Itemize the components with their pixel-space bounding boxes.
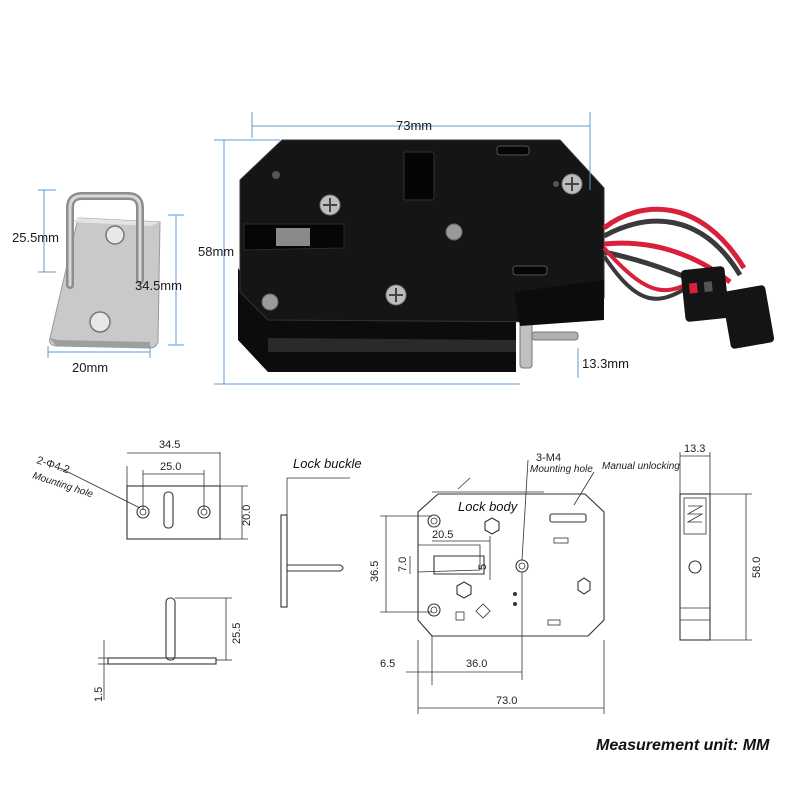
connector-1 bbox=[680, 266, 730, 322]
total-width-label: 73.0 bbox=[496, 695, 517, 707]
plate-thickness-label: 1.5 bbox=[93, 687, 105, 702]
buckle-front-view bbox=[98, 597, 232, 700]
bracket-photo bbox=[49, 192, 161, 349]
screw-2 bbox=[445, 223, 463, 241]
top-height-label: 20.0 bbox=[241, 505, 253, 526]
lock-side-drawing bbox=[679, 452, 752, 641]
side-height-label: 58.0 bbox=[751, 557, 763, 578]
screw-5 bbox=[261, 293, 279, 311]
bracket-hole-top bbox=[105, 225, 125, 245]
lock-body-photo bbox=[238, 139, 605, 372]
lock-body-label: Lock body bbox=[458, 499, 519, 514]
connector-2 bbox=[721, 285, 775, 349]
body-width-label: 73mm bbox=[396, 118, 432, 133]
buckle-top-view bbox=[59, 452, 248, 540]
top-width-label: 34.5 bbox=[159, 439, 180, 451]
mounting-hole-2-label: Mounting hole bbox=[530, 464, 593, 475]
bracket-width-label: 20mm bbox=[72, 360, 108, 375]
bolt-offset-label: 20.5 bbox=[432, 529, 453, 541]
bracket-dimension-lines bbox=[38, 189, 184, 358]
bracket-height-label: 25.5mm bbox=[12, 230, 59, 245]
screw-spec-label: 3-M4 bbox=[536, 452, 561, 464]
lock-buckle-label: Lock buckle bbox=[293, 456, 362, 471]
height-36-label: 36.5 bbox=[369, 561, 381, 582]
span-36-label: 36.0 bbox=[466, 658, 487, 670]
measurement-unit-note: Measurement unit: MM bbox=[596, 737, 770, 754]
bolt-gap-label: 5 bbox=[477, 564, 489, 570]
lock-body-drawing bbox=[380, 459, 605, 714]
buckle-side-view bbox=[280, 477, 350, 608]
wire-harness bbox=[602, 206, 775, 349]
body-height-label: 58mm bbox=[198, 244, 234, 259]
hole-spacing-label: 25.0 bbox=[160, 461, 181, 473]
bracket-depth-label: 34.5mm bbox=[135, 278, 182, 293]
side-thickness-label: 13.3 bbox=[684, 443, 705, 455]
bolt-height-label: 7.0 bbox=[397, 557, 409, 572]
manual-unlocking-label: Manual unlocking bbox=[602, 461, 680, 472]
bracket-hole-bottom bbox=[89, 311, 111, 333]
lock-photo-dimension-lines bbox=[214, 112, 591, 385]
body-thickness-label: 13.3mm bbox=[582, 356, 629, 371]
offset-6-label: 6.5 bbox=[380, 658, 395, 670]
buckle-height-label: 25.5 bbox=[231, 623, 243, 644]
mounting-hole-label: Mounting hole bbox=[31, 470, 95, 500]
